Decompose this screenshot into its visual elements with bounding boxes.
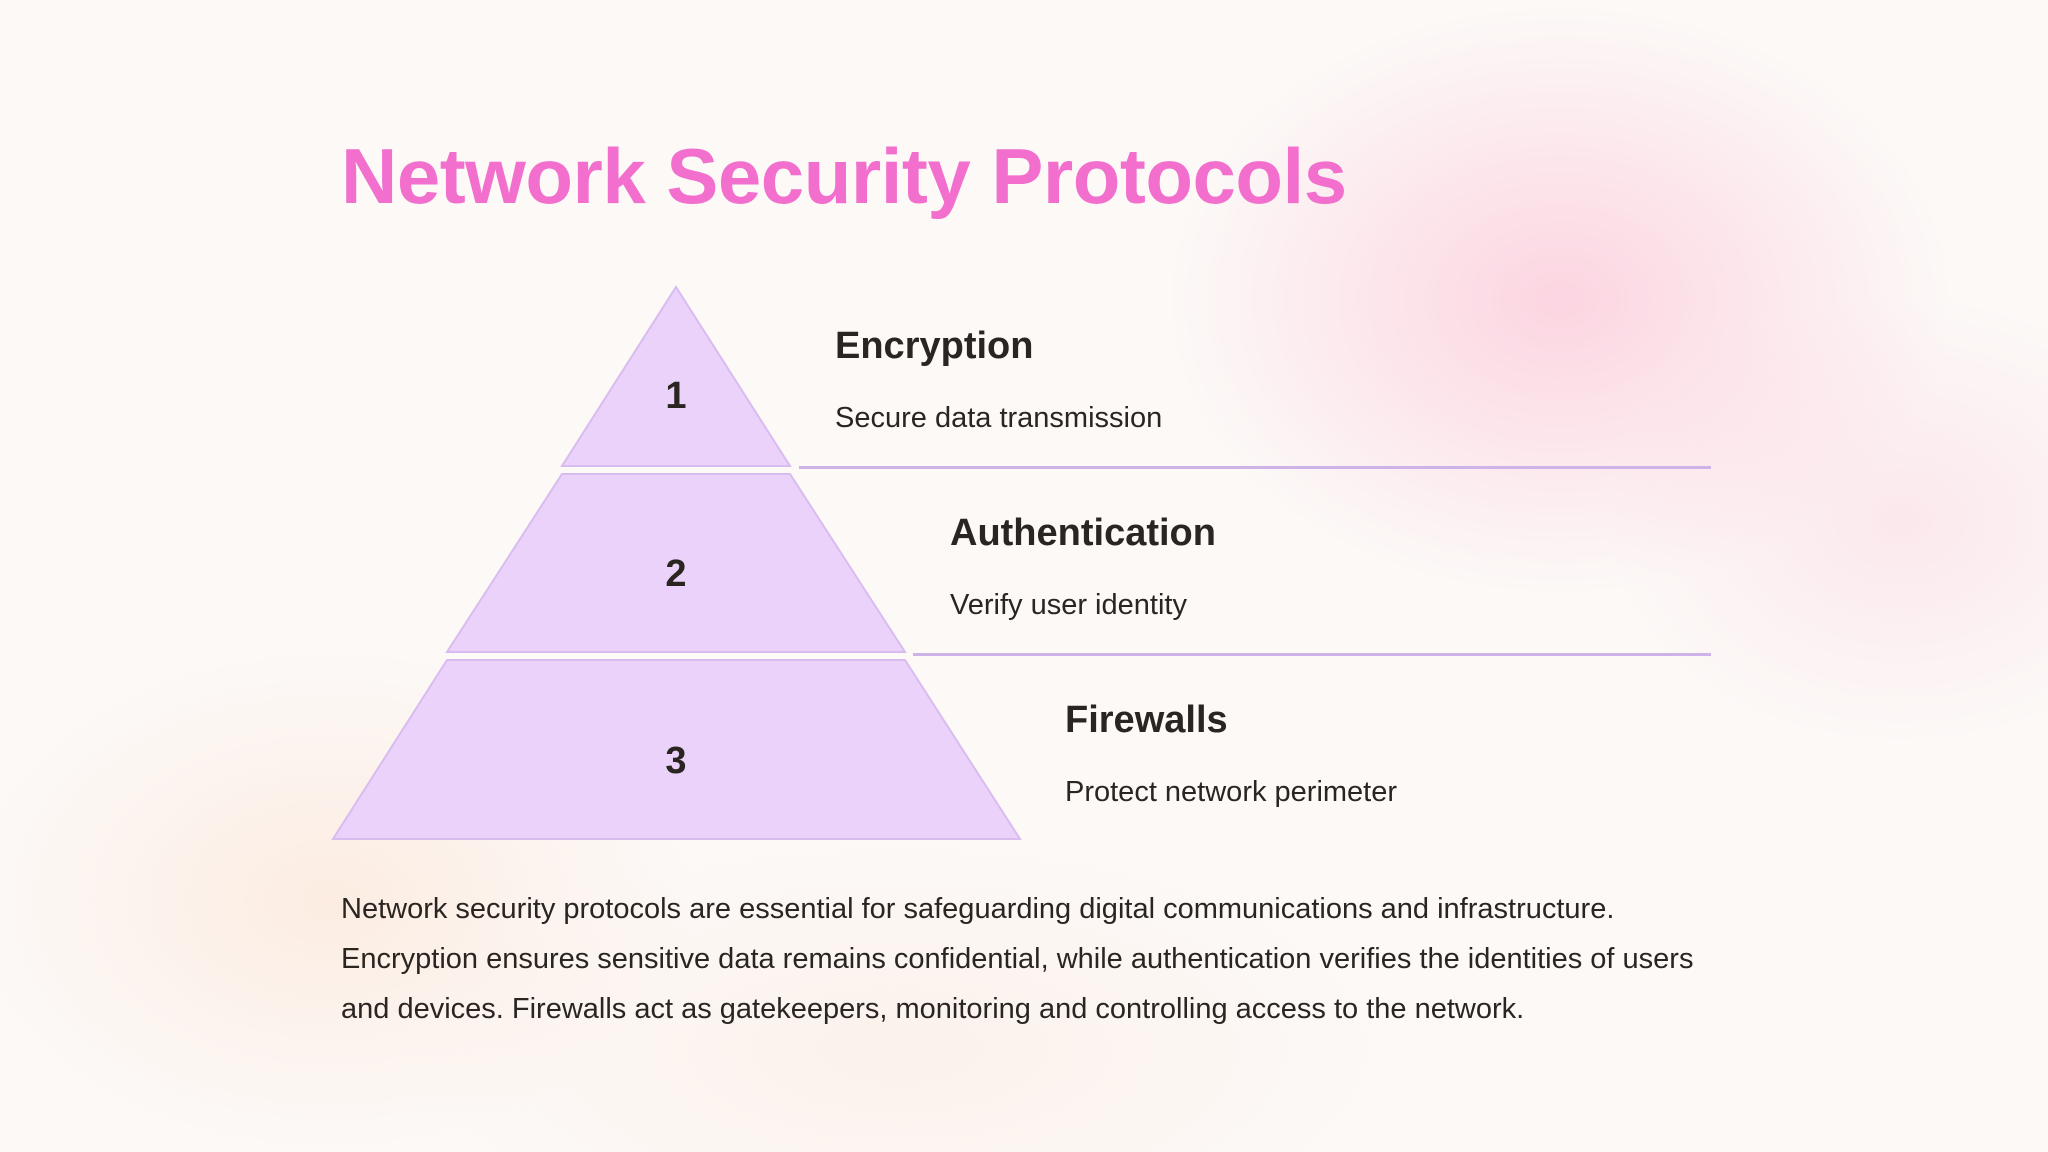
summary-paragraph: Network security protocols are essential… (341, 893, 1694, 1025)
tier-desc-authentication: Verify user identity (950, 589, 1187, 621)
tier-number-2: 2 (665, 553, 686, 595)
tier-number-1: 1 (665, 375, 686, 417)
tier-divider-1 (799, 466, 1711, 469)
tier-title-encryption: Encryption (835, 325, 1034, 367)
pyramid-tier-3 (331, 659, 1022, 840)
tier-number-3: 3 (665, 740, 686, 782)
tier-title-firewalls: Firewalls (1065, 699, 1228, 741)
slide-title: Network Security Protocols (341, 132, 1347, 220)
tier-desc-encryption: Secure data transmission (835, 402, 1163, 434)
tier-desc-firewalls: Protect network perimeter (1065, 776, 1398, 808)
pyramid-tier-1 (560, 285, 792, 467)
tier-title-authentication: Authentication (950, 512, 1216, 554)
pyramid-tier-2 (445, 473, 907, 653)
tier-divider-2 (913, 653, 1711, 656)
